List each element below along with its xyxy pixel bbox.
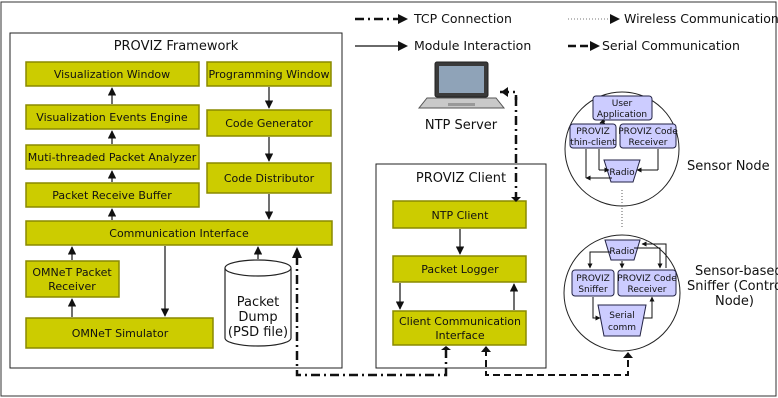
- legend: TCP Connection Wireless Communication Mo…: [355, 11, 778, 53]
- svg-text:Radio: Radio: [609, 247, 635, 257]
- code-distributor-box: Code Distributor: [206, 162, 332, 194]
- svg-text:NTP Client: NTP Client: [432, 209, 490, 222]
- svg-text:Dump: Dump: [238, 310, 277, 325]
- serial-connection: [485, 349, 629, 376]
- svg-text:Receiver: Receiver: [628, 285, 667, 295]
- sensor-radio-box: Radio: [603, 159, 641, 183]
- svg-text:Application: Application: [597, 110, 647, 120]
- svg-text:PROVIZ: PROVIZ: [576, 274, 610, 284]
- tcp-connections: [295, 97, 518, 377]
- sniffer-label-line3: Node): [715, 294, 754, 309]
- client-title: PROVIZ Client: [416, 171, 506, 186]
- svg-text:Communication Interface: Communication Interface: [109, 227, 249, 240]
- ntp-client-box: NTP Client: [392, 200, 527, 229]
- proviz-framework: PROVIZ Framework Visualization Window Pr…: [9, 32, 343, 369]
- omnet-receiver-box: OMNeT Packet Receiver: [25, 260, 120, 298]
- svg-text:Code Distributor: Code Distributor: [224, 172, 315, 185]
- client-arrows: [395, 229, 519, 310]
- ntp-server: NTP Server: [417, 61, 506, 133]
- svg-text:Receiver: Receiver: [629, 138, 668, 148]
- svg-text:comm: comm: [608, 323, 636, 333]
- legend-wireless-label: Wireless Communication: [624, 11, 778, 26]
- user-application-box: User Application: [592, 95, 653, 121]
- proviz-client: PROVIZ Client NTP Client Packet Logger C…: [375, 163, 547, 369]
- svg-text:OMNeT Simulator: OMNeT Simulator: [72, 327, 169, 340]
- svg-text:PROVIZ Code: PROVIZ Code: [617, 274, 677, 284]
- packet-receive-buffer-box: Packet Receive Buffer: [25, 182, 200, 208]
- svg-text:Visualization Window: Visualization Window: [54, 68, 170, 81]
- svg-text:Receiver: Receiver: [48, 280, 96, 293]
- ntp-server-label: NTP Server: [425, 118, 498, 133]
- svg-text:OMNeT Packet: OMNeT Packet: [32, 266, 112, 279]
- packet-analyzer-box: Muti-threaded Packet Analyzer: [25, 144, 200, 170]
- framework-title: PROVIZ Framework: [114, 39, 239, 54]
- sensor-node: User Application PROVIZ thin-client PROV…: [564, 91, 770, 207]
- omnet-simulator-box: OMNeT Simulator: [25, 317, 214, 349]
- svg-text:Code Generator: Code Generator: [225, 117, 313, 130]
- visualization-engine-box: Visualization Events Engine: [25, 104, 200, 130]
- code-generator-box: Code Generator: [206, 109, 332, 137]
- sniffer-node: Radio PROVIZ Sniffer PROVIZ Code Receive…: [563, 234, 778, 352]
- visualization-window-box: Visualization Window: [25, 61, 200, 87]
- svg-text:Radio: Radio: [609, 168, 635, 178]
- sniffer-code-receiver-box: PROVIZ Code Receiver: [617, 269, 677, 297]
- framework-arrows: [67, 87, 274, 317]
- svg-text:Interface: Interface: [435, 329, 484, 342]
- legend-module-label: Module Interaction: [414, 38, 531, 53]
- serial-comm-box: Serial comm: [597, 304, 647, 337]
- programming-window-box: Programming Window: [206, 61, 332, 87]
- svg-text:Muti-threaded Packet Analyzer: Muti-threaded Packet Analyzer: [28, 151, 197, 164]
- sensor-code-receiver-box: PROVIZ Code Receiver: [618, 123, 678, 149]
- svg-text:User: User: [612, 99, 633, 109]
- packet-logger-box: Packet Logger: [392, 255, 527, 283]
- svg-text:Programming Window: Programming Window: [208, 68, 329, 81]
- svg-text:Sniffer: Sniffer: [578, 285, 608, 295]
- packet-dump-cylinder: Packet Dump (PSD file): [224, 259, 292, 347]
- sensor-node-arrows: [585, 119, 659, 181]
- svg-text:(PSD file): (PSD file): [228, 325, 288, 340]
- svg-text:PROVIZ: PROVIZ: [576, 127, 610, 137]
- sniffer-arrows: [587, 241, 667, 321]
- svg-text:Client Communication: Client Communication: [399, 315, 521, 328]
- svg-text:PROVIZ Code: PROVIZ Code: [618, 127, 678, 137]
- svg-text:Packet Receive Buffer: Packet Receive Buffer: [52, 189, 172, 202]
- svg-text:Packet: Packet: [237, 295, 280, 310]
- svg-text:Packet Logger: Packet Logger: [421, 263, 499, 276]
- sensor-node-label: Sensor Node: [687, 159, 770, 174]
- communication-interface-box: Communication Interface: [25, 220, 333, 246]
- svg-text:Serial: Serial: [609, 311, 634, 321]
- legend-serial-label: Serial Communication: [602, 38, 740, 53]
- sniffer-radio-box: Radio: [604, 239, 641, 261]
- legend-tcp-label: TCP Connection: [413, 11, 512, 26]
- sniffer-box: PROVIZ Sniffer: [571, 269, 615, 297]
- sniffer-label-line2: Sniffer (Control: [687, 279, 778, 294]
- tcp-link-server: [500, 90, 518, 100]
- sniffer-label-line1: Sensor-based: [695, 264, 778, 279]
- laptop-icon: [417, 61, 506, 109]
- svg-text:Visualization Events Engine: Visualization Events Engine: [36, 111, 188, 124]
- thin-client-box: PROVIZ thin-client: [569, 123, 617, 149]
- client-communication-box: Client Communication Interface: [392, 310, 527, 346]
- svg-text:thin-client: thin-client: [570, 138, 616, 148]
